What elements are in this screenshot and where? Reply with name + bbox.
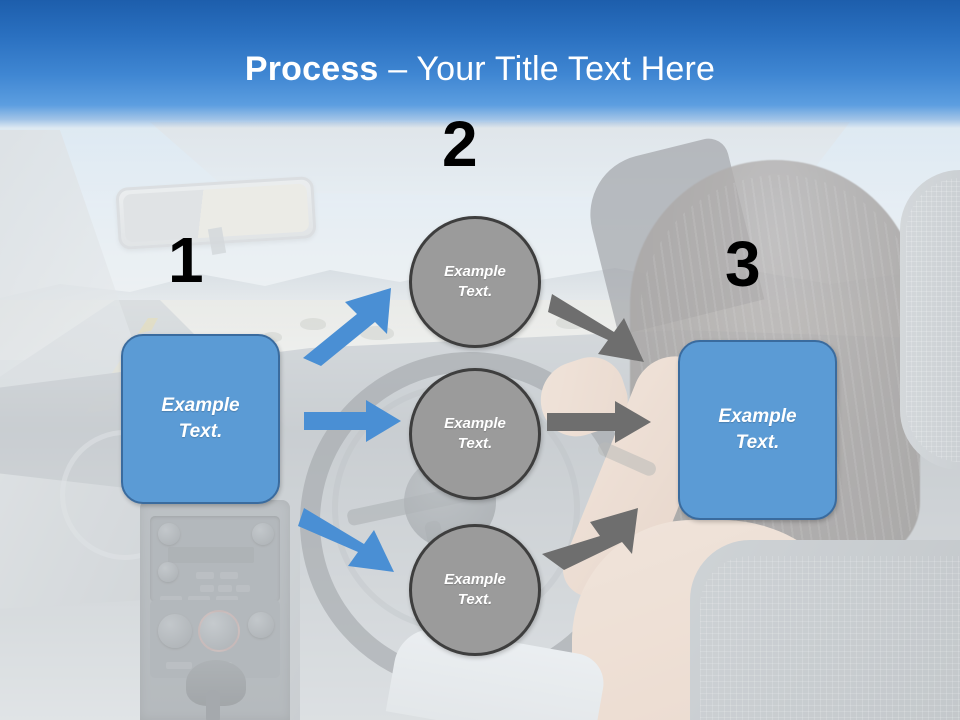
slide-title: Process – Your Title Text Here	[0, 48, 960, 90]
radio-preset-button	[218, 585, 232, 592]
left-process-box[interactable]: Example Text.	[121, 334, 280, 504]
process-circle-top-label: Example Text.	[444, 262, 506, 303]
arrow-box-to-circle-bottom	[298, 508, 394, 572]
process-circle-top-line2: Text.	[457, 283, 493, 300]
radio-display	[168, 547, 254, 563]
process-circle-middle-line1: Example	[444, 414, 506, 432]
arrow-box-to-circle-top	[303, 288, 391, 366]
radio-button	[196, 572, 214, 579]
left-process-box-line2: Text.	[178, 421, 223, 442]
right-process-box[interactable]: Example Text.	[678, 340, 837, 520]
process-circle-middle[interactable]: Example Text.	[409, 368, 541, 500]
step-number-2: 2	[442, 108, 478, 180]
gear-shifter	[206, 690, 220, 720]
step-number-3: 3	[725, 228, 761, 300]
arrow-box-to-circle-middle	[304, 400, 401, 442]
process-circle-top[interactable]: Example Text.	[409, 216, 541, 348]
left-process-box-label: Example Text.	[161, 393, 239, 444]
process-circle-middle-line2: Text.	[457, 435, 493, 452]
process-circle-bottom-label: Example Text.	[444, 570, 506, 611]
radio-knob	[158, 523, 180, 545]
right-process-box-line1: Example	[718, 406, 797, 428]
radio-knob	[252, 523, 274, 545]
step-number-1: 1	[168, 224, 204, 296]
slide-title-rest: – Your Title Text Here	[378, 50, 716, 88]
climate-temperature-dial	[198, 610, 240, 652]
seat-back-mesh	[700, 556, 960, 720]
radio-button	[220, 572, 238, 579]
process-circle-bottom-line1: Example	[444, 570, 506, 588]
right-process-box-label: Example Text.	[718, 404, 796, 455]
radio-preset-button	[200, 585, 214, 592]
radio-knob	[158, 562, 178, 582]
climate-fan-dial	[158, 614, 192, 648]
climate-button	[166, 662, 192, 669]
passenger-headrest-mesh	[906, 178, 960, 462]
title-banner	[0, 0, 960, 128]
left-process-box-line1: Example	[161, 395, 240, 417]
arrow-circle-bottom-to-box	[542, 508, 638, 570]
process-circle-middle-label: Example Text.	[444, 414, 506, 455]
radio-preset-button	[236, 585, 250, 592]
slide-title-strong: Process	[244, 50, 379, 88]
process-circle-top-line1: Example	[444, 262, 506, 280]
process-circle-bottom[interactable]: Example Text.	[409, 524, 541, 656]
climate-mode-dial	[248, 612, 274, 638]
arrow-circle-top-to-box	[548, 294, 644, 362]
process-circle-bottom-line2: Text.	[457, 591, 493, 608]
right-process-box-line2: Text.	[735, 432, 780, 453]
arrow-circle-middle-to-box	[547, 401, 651, 443]
